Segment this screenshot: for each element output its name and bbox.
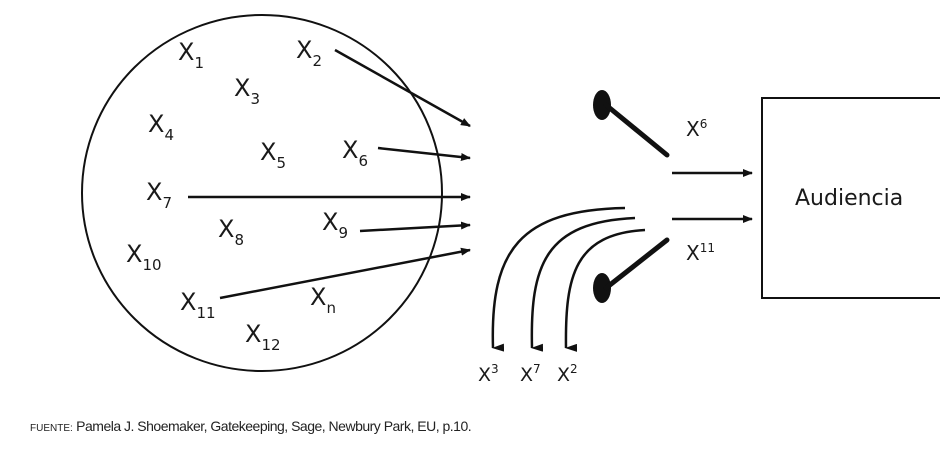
universe-item-x5: X5	[260, 138, 286, 172]
arrow-x2	[334, 48, 471, 128]
rejected-arrow-2	[530, 216, 636, 352]
rejected-arrow-1	[491, 206, 626, 352]
audience-label: Audiencia	[795, 186, 903, 211]
universe-item-x9: X9	[322, 208, 348, 242]
gate-top-icon	[593, 90, 670, 158]
universe-ellipse	[81, 14, 443, 372]
passed-item-x11: X11	[686, 241, 715, 265]
universe-item-x10: X10	[126, 240, 162, 274]
universe-item-x4: X4	[148, 110, 174, 144]
universe-item-x6: X6	[342, 136, 368, 170]
source-text: Pamela J. Shoemaker, Gatekeeping, Sage, …	[76, 418, 472, 434]
passed-item-x6: X6	[686, 117, 707, 141]
source-lead: FUENTE:	[30, 423, 73, 434]
universe-item-xn: Xn	[310, 283, 336, 317]
arrow-x6	[377, 146, 471, 162]
gate-bottom-icon	[593, 237, 670, 303]
source-citation: FUENTE: Pamela J. Shoemaker, Gatekeeping…	[30, 418, 472, 434]
universe-item-x3: X3	[234, 74, 260, 108]
universe-item-x12: X12	[245, 320, 281, 354]
universe-item-x2: X2	[296, 36, 322, 70]
arrow-x9	[359, 221, 471, 233]
universe-item-x1: X1	[178, 38, 204, 72]
gate	[593, 90, 670, 303]
universe-item-x7: X7	[146, 178, 172, 212]
audience-box	[761, 97, 940, 299]
rejected-item-x2: X2	[557, 362, 578, 386]
rejected-item-x3: X3	[478, 362, 499, 386]
arrow-x11	[219, 247, 471, 300]
rejected-arrows	[491, 206, 646, 352]
universe-item-x8: X8	[218, 215, 244, 249]
incoming-arrows	[188, 48, 471, 300]
outgoing-arrows	[672, 169, 753, 223]
rejected-item-x7: X7	[520, 362, 541, 386]
rejected-arrow-3	[564, 228, 646, 352]
universe-item-x11: X11	[180, 288, 216, 322]
rejected-items: X3 X7 X2	[478, 362, 578, 386]
